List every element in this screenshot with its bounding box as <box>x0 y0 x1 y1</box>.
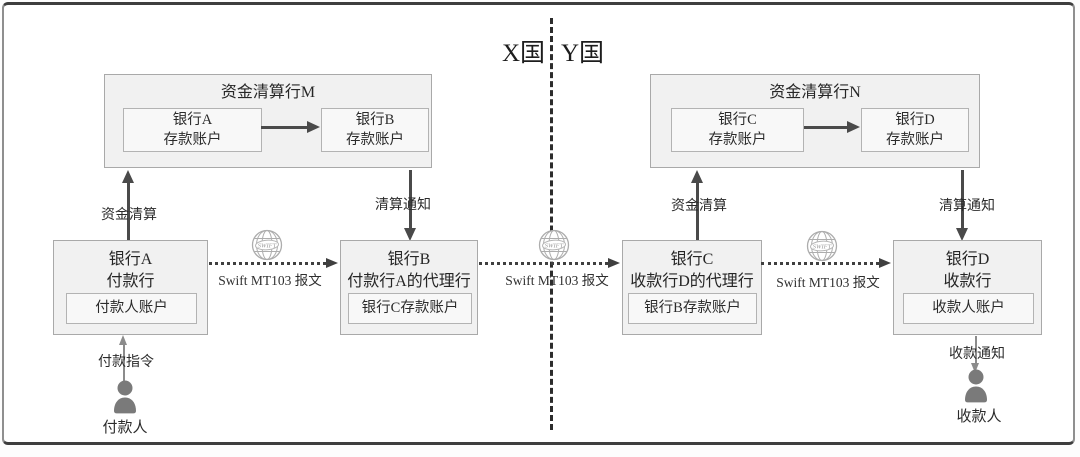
clearing-notice-label-right: 清算通知 <box>939 199 995 214</box>
payment-instruction-arrow <box>123 344 125 384</box>
bank-b-name: 银行B <box>387 251 431 268</box>
funds-settlement-arrow-right <box>696 181 699 241</box>
payment-instruction-label: 付款指令 <box>98 355 154 370</box>
swift-logo-text-1: SWIFT <box>258 242 277 249</box>
bank-b-deposit-account-box: 银行B 存款账户 <box>321 108 429 152</box>
swift-message-label-1: Swift MT103 报文 <box>218 273 322 288</box>
bank-a-role: 付款行 <box>106 273 155 290</box>
clearing-bank-m-box: 资金清算行M 银行A 存款账户 银行B 存款账户 <box>104 74 432 168</box>
swift-message-arrowhead-2 <box>608 258 620 268</box>
payment-instruction-arrowhead <box>119 335 127 345</box>
bank-b-deposit-account-line2: 存款账户 <box>346 132 404 148</box>
clearing-notice-arrowhead-left <box>404 228 416 241</box>
funds-settlement-arrow-left <box>127 181 130 241</box>
bank-a-deposit-account-line2: 存款账户 <box>163 132 222 148</box>
swift-message-arrow-2 <box>479 262 608 265</box>
clearing-bank-n-box: 资金清算行N 银行C 存款账户 银行D 存款账户 <box>650 74 980 168</box>
bank-c-deposit-account-line1: 银行C <box>718 112 757 128</box>
payee-person-icon <box>965 369 987 403</box>
bank-a-name: 银行A <box>108 251 153 268</box>
swift-logo-text-3: SWIFT <box>813 243 832 250</box>
bank-c-name: 银行C <box>670 251 714 268</box>
swift-globe-icon-2: SWIFT <box>538 229 570 261</box>
receipt-notice-arrowhead <box>971 363 979 373</box>
funds-settlement-label-right: 资金清算 <box>671 199 727 214</box>
swift-globe-icon-3: SWIFT <box>806 230 838 262</box>
payee-label: 收款人 <box>956 409 1002 425</box>
clearing-bank-n-title: 资金清算行N <box>769 84 861 101</box>
receipt-notice-label: 收款通知 <box>949 347 1005 362</box>
swift-message-label-3: Swift MT103 报文 <box>776 275 880 290</box>
funds-settlement-label-left: 资金清算 <box>101 208 157 223</box>
bank-d-name: 银行D <box>945 251 990 268</box>
swift-message-arrow-1 <box>209 262 326 265</box>
clearing-notice-arrowhead-right <box>956 228 968 241</box>
bank-b-title: 银行B 付款行A的代理行 <box>341 241 477 293</box>
bank-a-deposit-account-line1: 银行A <box>172 112 213 128</box>
bank-d-deposit-account-line1: 银行D <box>895 112 935 128</box>
receipt-notice-arrow <box>975 336 977 364</box>
clearing-notice-arrow-right <box>961 170 964 228</box>
bank-d-title: 银行D 收款行 <box>894 241 1041 293</box>
swift-globe-icon-1: SWIFT <box>251 229 283 261</box>
bank-c-deposit-account-at-b-box: 银行C存款账户 <box>348 293 472 324</box>
clearing-notice-label-left: 清算通知 <box>375 198 431 213</box>
bank-d-deposit-account-box: 银行D 存款账户 <box>861 108 969 152</box>
clearing-n-transfer-arrowhead <box>847 121 860 133</box>
bank-b-deposit-account-line1: 银行B <box>355 112 395 128</box>
funds-settlement-arrowhead-left <box>122 170 134 183</box>
bank-d-box: 银行D 收款行 收款人账户 <box>893 240 1042 335</box>
bank-b-deposit-account-at-c-box: 银行B存款账户 <box>628 293 757 324</box>
clearing-m-transfer-arrowhead <box>307 121 320 133</box>
swift-message-arrowhead-3 <box>879 258 891 268</box>
bank-a-deposit-account-box: 银行A 存款账户 <box>123 108 262 152</box>
payer-label: 付款人 <box>102 420 148 436</box>
funds-settlement-arrowhead-right <box>691 170 703 183</box>
swift-logo-text-2: SWIFT <box>545 242 564 249</box>
swift-message-arrowhead-1 <box>326 258 338 268</box>
bank-c-deposit-account-line2: 存款账户 <box>708 132 767 148</box>
country-label-y: Y国 <box>561 40 605 67</box>
bank-a-box: 银行A 付款行 付款人账户 <box>53 240 208 335</box>
clearing-m-transfer-arrow-line <box>261 126 308 129</box>
clearing-bank-m-title: 资金清算行M <box>220 84 316 101</box>
swift-message-label-2: Swift MT103 报文 <box>505 273 609 288</box>
payer-person-icon <box>114 380 136 414</box>
payee-account-box: 收款人账户 <box>903 293 1034 324</box>
bank-c-box: 银行C 收款行D的代理行 银行B存款账户 <box>622 240 762 335</box>
bank-d-role: 收款行 <box>943 273 992 290</box>
bank-b-box: 银行B 付款行A的代理行 银行C存款账户 <box>340 240 478 335</box>
swift-message-arrow-3 <box>761 262 879 265</box>
payer-account-box: 付款人账户 <box>66 293 197 324</box>
bank-a-title: 银行A 付款行 <box>54 241 207 293</box>
bank-c-role: 收款行D的代理行 <box>630 273 754 290</box>
bank-b-role: 付款行A的代理行 <box>347 273 471 290</box>
bank-c-deposit-account-box: 银行C 存款账户 <box>671 108 804 152</box>
bank-d-deposit-account-line2: 存款账户 <box>886 132 944 148</box>
clearing-n-transfer-arrow-line <box>804 126 848 129</box>
clearing-notice-arrow-left <box>409 170 412 228</box>
bank-c-title: 银行C 收款行D的代理行 <box>623 241 761 293</box>
country-label-x: X国 <box>501 40 545 67</box>
country-divider-dashed-line <box>550 18 553 430</box>
